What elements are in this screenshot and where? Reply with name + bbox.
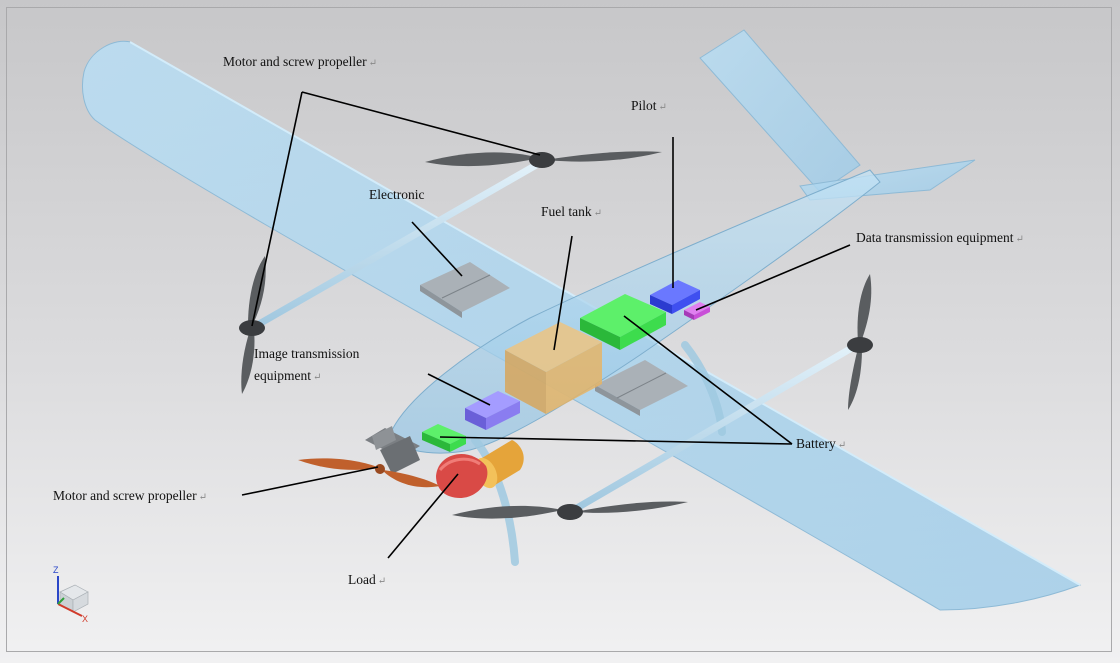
electronic-box-left: [420, 262, 510, 318]
electronic-box-right: [595, 360, 688, 416]
callout-electronic: [411, 221, 463, 277]
label-motor-top: Motor and screw propeller↵: [223, 54, 377, 69]
label-image-transmission: Image transmission equipment↵: [254, 345, 359, 387]
front-propeller: [298, 458, 440, 488]
callout-battery-2: [439, 436, 793, 445]
fuel-tank: [505, 322, 602, 414]
label-battery: Battery↵: [796, 436, 847, 451]
pilot-box: [650, 280, 700, 314]
callout-motor-top-2: [251, 91, 303, 327]
landing-skid-front: [471, 436, 519, 566]
label-data-transmission: Data transmission equipment↵: [856, 230, 1024, 245]
image-transmission-box: [465, 391, 520, 430]
axis-x-label: X: [82, 614, 89, 624]
callout-fuel: [553, 235, 573, 351]
propeller-bottom: [452, 501, 688, 520]
label-electronic: Electronic: [369, 187, 425, 202]
propeller-left: [239, 256, 266, 394]
callout-data: [695, 244, 851, 311]
axis-triad: [57, 576, 89, 617]
battery-front: [422, 424, 466, 452]
boom-bottom-right: [566, 338, 866, 516]
label-image-line1: Image transmission: [254, 346, 360, 361]
vertical-tail: [699, 29, 861, 193]
label-fuel-tank: Fuel tank↵: [541, 204, 603, 219]
callout-motor-left: [241, 466, 379, 496]
label-pilot: Pilot↵: [631, 98, 667, 113]
axis-z-label: Z: [53, 565, 59, 575]
label-image-line2: equipment↵: [254, 368, 322, 383]
load-dome: [436, 453, 488, 498]
callout-motor-top: [301, 91, 541, 156]
callout-load: [387, 473, 459, 559]
boom-top-left: [248, 156, 549, 332]
callout-battery-1: [623, 315, 793, 445]
label-motor-left: Motor and screw propeller↵: [53, 488, 207, 503]
front-motor: [365, 426, 420, 474]
callout-image: [427, 373, 491, 406]
data-transmission-box: [684, 302, 710, 320]
label-load: Load↵: [348, 572, 387, 587]
propeller-top: [425, 151, 662, 168]
propeller-right: [847, 274, 873, 410]
callout-lines: [241, 91, 851, 559]
